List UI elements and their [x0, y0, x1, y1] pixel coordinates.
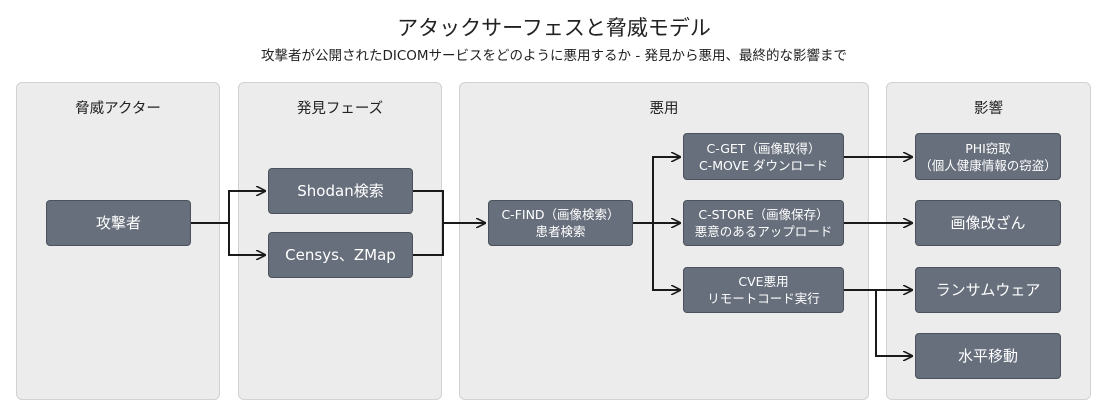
node-cfind-line1: C-FIND（画像検索）: [501, 207, 620, 222]
node-shodan-label: Shodan検索: [297, 181, 384, 200]
node-tamper-label: 画像改ざん: [950, 213, 1026, 232]
edge-cfind-cve: [652, 223, 680, 290]
node-cve-line2: リモートコード実行: [707, 291, 820, 306]
node-image-tampering: 画像改ざん: [915, 200, 1061, 246]
node-cget-line1: C-GET（画像取得）: [706, 140, 821, 156]
node-cstore-line2: 悪意のあるアップロード: [694, 224, 833, 239]
node-phi-line1: PHI窃取: [965, 140, 1011, 156]
node-cget-line2: C-MOVE ダウンロード: [698, 157, 829, 173]
edge-cve-lateral: [875, 290, 912, 356]
node-phi-line2: （個人健康情報の窃盗）: [919, 157, 1057, 173]
edge-censys-cfind: [413, 223, 444, 256]
node-cget: C-GET（画像取得） C-MOVE ダウンロード: [683, 133, 844, 180]
edge-attacker-censys: [191, 222, 265, 255]
node-cstore-line1: C-STORE（画像保存）: [698, 207, 829, 222]
node-censys-label: Censys、ZMap: [285, 245, 396, 264]
node-attacker: 攻撃者: [46, 200, 191, 246]
panel-title-discovery: 発見フェーズ: [296, 101, 384, 117]
edge-shodan-cfind: [413, 190, 485, 223]
node-cfind-line2: 患者検索: [535, 224, 586, 239]
node-shodan: Shodan検索: [268, 168, 413, 214]
panel-title-threat-actor: 脅威アクター: [75, 101, 161, 117]
node-lateral-label: 水平移動: [957, 346, 1018, 365]
node-phi-theft: PHI窃取 （個人健康情報の窃盗）: [915, 133, 1061, 180]
node-ransomware: ランサムウェア: [915, 267, 1061, 313]
panel-title-impact: 影響: [974, 101, 1003, 117]
node-cfind: C-FIND（画像検索） 患者検索: [488, 200, 633, 246]
node-cve: CVE悪用 リモートコード実行: [683, 267, 844, 313]
node-lateral-movement: 水平移動: [915, 333, 1061, 379]
diagram-subtitle: 攻撃者が公開されたDICOMサービスをどのように悪用するか - 発見から悪用、最…: [260, 48, 848, 64]
node-cve-line1: CVE悪用: [738, 274, 789, 289]
node-censys: Censys、ZMap: [268, 232, 413, 278]
node-attacker-label: 攻撃者: [95, 213, 141, 232]
diagram-title: アタックサーフェスと脅威モデル: [397, 16, 711, 40]
edge-attacker-shodan: [191, 191, 265, 224]
edge-cfind-cget: [633, 157, 680, 224]
panel-title-exploitation: 悪用: [649, 101, 679, 117]
node-cstore: C-STORE（画像保存） 悪意のあるアップロード: [683, 200, 844, 246]
node-ransom-label: ランサムウェア: [935, 280, 1041, 299]
